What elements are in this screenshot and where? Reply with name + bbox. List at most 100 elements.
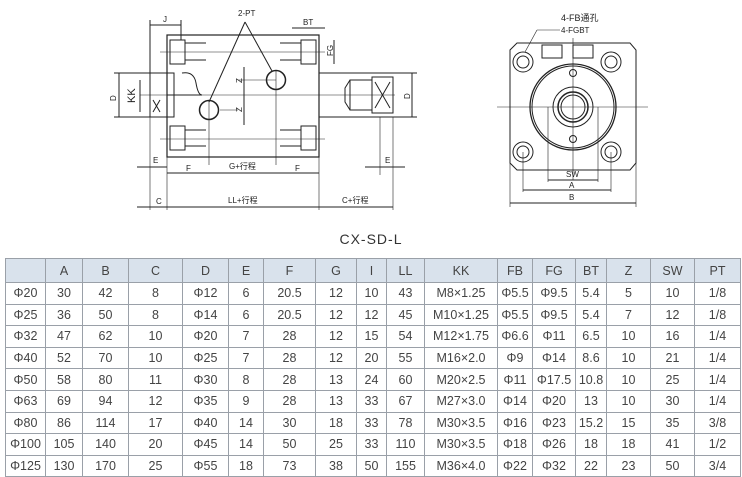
- column-header: B: [82, 258, 129, 283]
- table-cell: Φ9: [497, 346, 533, 370]
- table-cell: 42: [82, 282, 129, 305]
- table-cell: Φ14: [497, 389, 533, 413]
- label-z2: Z: [235, 107, 244, 112]
- table-cell: 73: [263, 454, 316, 477]
- table-cell: 18: [228, 454, 264, 477]
- table-cell: Φ16: [497, 411, 533, 435]
- column-header: C: [128, 258, 183, 283]
- table-cell: 18: [575, 433, 607, 456]
- table-cell: 8: [128, 282, 183, 305]
- label-sw: SW: [566, 170, 579, 179]
- column-header: I: [356, 258, 387, 283]
- label-f-left: F: [186, 164, 191, 173]
- table-cell: 3/4: [694, 454, 741, 477]
- table-cell: 1/8: [694, 282, 741, 305]
- table-cell: M12×1.75: [424, 325, 498, 348]
- table-cell: 8.6: [575, 346, 607, 370]
- table-cell: 12: [315, 282, 357, 305]
- table-cell: Φ35: [182, 389, 229, 413]
- label-c-stroke: C+行程: [342, 195, 368, 205]
- table-cell: Φ20: [182, 325, 229, 348]
- table-cell: 20: [128, 433, 183, 456]
- table-cell: 20.5: [263, 282, 316, 305]
- table-cell: Φ5.5: [497, 282, 533, 305]
- label-4-fb: 4-FB通孔: [561, 13, 599, 23]
- table-cell: Φ22: [497, 454, 533, 477]
- table-cell: 43: [386, 282, 425, 305]
- table-cell: 7: [228, 325, 264, 348]
- table-cell: 8: [128, 303, 183, 327]
- table-cell: 14: [228, 433, 264, 456]
- table-cell: Φ14: [182, 303, 229, 327]
- table-cell: 10.8: [575, 368, 607, 391]
- table-cell: 7: [606, 303, 651, 327]
- table-cell: 52: [45, 346, 83, 370]
- table-cell: 15: [356, 325, 387, 348]
- column-header: FG: [532, 258, 576, 283]
- table-cell: M20×2.5: [424, 368, 498, 391]
- technical-drawing: 2-PT J BT FG D KK D Z Z E E F G+行程 F C L…: [109, 9, 648, 210]
- table-cell: 6: [228, 282, 264, 305]
- column-header: G: [315, 258, 357, 283]
- bore-size-cell: Φ20: [5, 282, 46, 305]
- label-f-right: F: [295, 164, 300, 173]
- table-cell: 33: [356, 389, 387, 413]
- bore-size-cell: Φ40: [5, 346, 46, 370]
- table-cell: 62: [82, 325, 129, 348]
- table-cell: 28: [263, 368, 316, 391]
- table-cell: 11: [128, 368, 183, 391]
- table-cell: 14: [228, 411, 264, 435]
- table-cell: 60: [386, 368, 425, 391]
- model-title: CX-SD-L: [339, 231, 403, 247]
- table-cell: 10: [356, 282, 387, 305]
- table-cell: 41: [650, 433, 695, 456]
- table-cell: 5.4: [575, 282, 607, 305]
- table-cell: 5: [606, 282, 651, 305]
- table-cell: 69: [45, 389, 83, 413]
- table-cell: 50: [650, 454, 695, 477]
- column-header: [5, 258, 46, 283]
- bore-size-cell: Φ50: [5, 368, 46, 391]
- column-header: PT: [694, 258, 741, 283]
- label-ll-stroke: LL+行程: [228, 195, 258, 205]
- table-cell: 13: [315, 368, 357, 391]
- bore-size-cell: Φ25: [5, 303, 46, 327]
- table-cell: 30: [263, 411, 316, 435]
- table-cell: 13: [315, 389, 357, 413]
- table-cell: Φ45: [182, 433, 229, 456]
- column-header: E: [228, 258, 264, 283]
- table-cell: 12: [128, 389, 183, 413]
- table-cell: 140: [82, 433, 129, 456]
- table-cell: 24: [356, 368, 387, 391]
- table-cell: Φ18: [497, 433, 533, 456]
- bore-size-cell: Φ80: [5, 411, 46, 435]
- side-view: [114, 20, 417, 210]
- table-cell: 6: [228, 303, 264, 327]
- label-d-right: D: [403, 93, 412, 99]
- column-header: D: [182, 258, 229, 283]
- table-cell: 33: [356, 433, 387, 456]
- table-cell: 1/4: [694, 389, 741, 413]
- table-cell: 10: [650, 282, 695, 305]
- table-cell: 170: [82, 454, 129, 477]
- table-cell: 10: [128, 346, 183, 370]
- label-a: A: [569, 181, 575, 190]
- bore-size-cell: Φ125: [5, 454, 46, 477]
- table-cell: 33: [356, 411, 387, 435]
- table-cell: Φ14: [532, 346, 576, 370]
- table-cell: Φ5.5: [497, 303, 533, 327]
- label-z1: Z: [235, 78, 244, 83]
- table-cell: 5.4: [575, 303, 607, 327]
- table-cell: Φ11: [497, 368, 533, 391]
- column-header: Z: [606, 258, 651, 283]
- table-cell: 10: [128, 325, 183, 348]
- table-cell: 10: [606, 325, 651, 348]
